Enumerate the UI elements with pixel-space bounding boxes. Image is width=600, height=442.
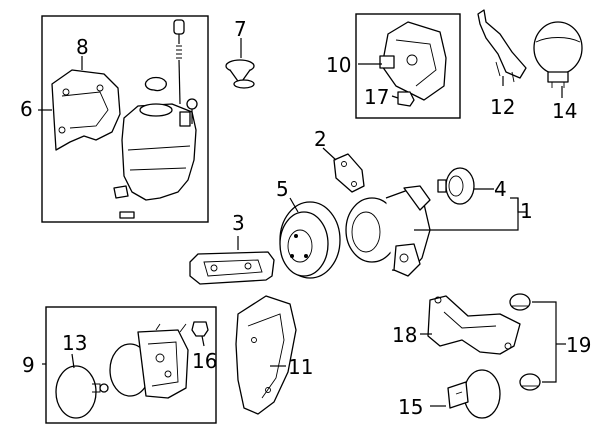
bracket-rod-part [477, 9, 527, 83]
callout-2: 2 [314, 127, 327, 151]
fitting-part [437, 167, 475, 205]
sensor-module-part [379, 21, 447, 101]
sensor-plug-part [397, 91, 415, 107]
callout-16: 16 [192, 349, 217, 373]
accumulator-sphere-part [533, 21, 583, 88]
group-box-accumulator [45, 306, 217, 424]
callout-6: 6 [20, 97, 33, 121]
mount-pad-part [189, 251, 275, 285]
pulley-part [279, 201, 341, 279]
callout-5: 5 [276, 177, 289, 201]
gasket-ring-part [144, 76, 167, 92]
callout-11: 11 [288, 355, 313, 379]
callout-19: 19 [566, 333, 591, 357]
cap-lower-part [519, 373, 541, 391]
group-box-reservoir [41, 15, 209, 223]
callout-7: 7 [234, 17, 247, 41]
cap-upper-part [509, 293, 531, 311]
heat-shield-lower-part [235, 295, 297, 415]
callout-14: 14 [552, 99, 577, 123]
callout-4: 4 [494, 177, 507, 201]
small-fitting-part [191, 321, 209, 337]
dipstick-part [173, 19, 185, 105]
reservoir-tank-part [113, 103, 197, 201]
callout-18: 18 [392, 323, 417, 347]
leader-lines [38, 38, 566, 407]
tank-bolt-part [119, 211, 135, 219]
callout-1: 1 [520, 199, 533, 223]
callout-15: 15 [398, 395, 423, 419]
filler-cap-part [225, 59, 255, 89]
gasket-plate-part [333, 153, 365, 193]
callout-13: 13 [62, 331, 87, 355]
reservoir-bolt-part [186, 98, 198, 124]
callout-8: 8 [76, 35, 89, 59]
pump-bracket-part [427, 295, 521, 355]
callout-3: 3 [232, 211, 245, 235]
heat-shield-part [51, 69, 121, 151]
pump-part [345, 185, 431, 277]
round-canister-part [55, 365, 109, 419]
callout-12: 12 [490, 95, 515, 119]
group-box-sensor [355, 13, 461, 119]
callout-10: 10 [326, 53, 351, 77]
callout-9: 9 [22, 353, 35, 377]
damper-part [447, 369, 501, 419]
valve-block-part [109, 323, 189, 399]
callout-17: 17 [364, 85, 389, 109]
